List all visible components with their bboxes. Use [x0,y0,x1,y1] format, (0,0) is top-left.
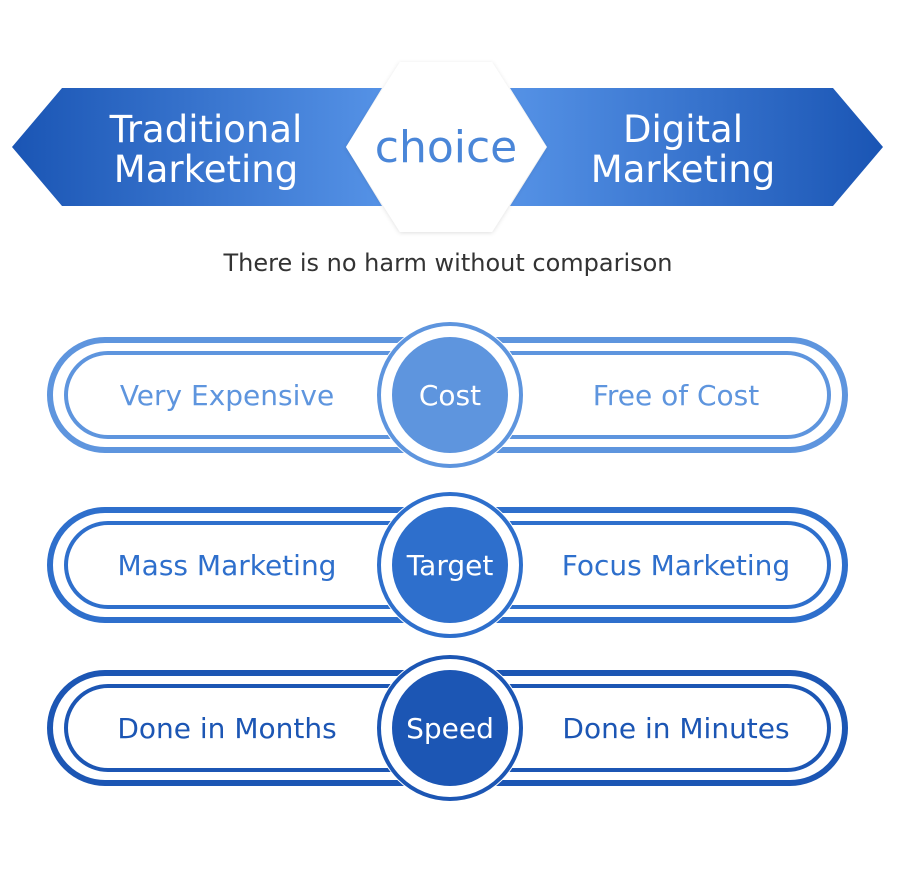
row-left-label: Very Expensive [120,379,334,412]
row-right-label: Focus Marketing [562,549,790,582]
row-right-label: Free of Cost [593,379,759,412]
row-right-label: Done in Minutes [562,712,789,745]
comparison-row: Mass Marketing Target Focus Marketing [47,491,848,639]
left-title-line2: Marketing [114,148,298,191]
center-circle-ring [377,492,523,638]
choice-hexagon [346,62,546,232]
row-left-label: Mass Marketing [118,549,337,582]
choice-label: choice [375,122,517,173]
center-circle [392,507,508,623]
row-center-label: Target [406,549,494,582]
center-circle-ring [377,655,523,801]
row-center-label: Cost [419,379,481,412]
center-circle [392,337,508,453]
row-left-label: Done in Months [117,712,336,745]
subtitle: There is no harm without comparison [222,249,672,277]
center-circle-ring [377,322,523,468]
comparison-row: Done in Months Speed Done in Minutes [47,654,848,802]
right-title-line1: Digital [623,108,743,151]
row-center-label: Speed [406,712,494,745]
comparison-row: Very Expensive Cost Free of Cost [47,321,848,469]
left-title-line1: Traditional [109,108,303,151]
right-arrow-banner [510,88,883,206]
right-title-line2: Marketing [591,148,775,191]
left-arrow-banner [12,88,382,206]
center-circle [392,670,508,786]
header-banner: Traditional Marketing choice Digital Mar… [12,62,883,232]
